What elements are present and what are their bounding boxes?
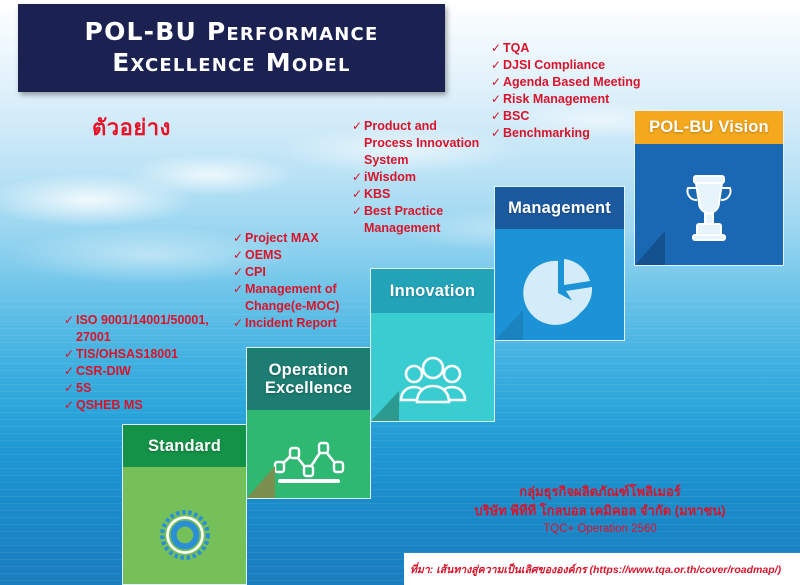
company-footer: กลุ่มธุรกิจผลิตภัณฑ์โพลิเมอร์ บริษัท พีท…: [400, 482, 800, 539]
bullet-item-label: Benchmarking: [503, 126, 590, 140]
bullet-item: ✓KBS: [352, 186, 479, 203]
bullet-item: ✓OEMS: [233, 247, 339, 264]
bullet-item-label: KBS: [364, 187, 391, 201]
bullet-item-label: 5S: [76, 381, 92, 395]
bullet-item-label: Risk Management: [503, 92, 610, 106]
check-icon: ✓: [491, 109, 502, 123]
step-vision[interactable]: POL-BU Vision: [634, 110, 784, 266]
bullet-item-label: BSC: [503, 109, 530, 123]
step-bevel: [247, 466, 275, 498]
check-icon: ✓: [352, 187, 363, 201]
bullet-item-label: iWisdom: [364, 170, 416, 184]
step-innovation-label: Innovation: [371, 269, 494, 313]
bullet-item-label: TQA: [503, 41, 530, 55]
check-icon: ✓: [491, 92, 502, 106]
step-management-label: Management: [495, 187, 624, 229]
bullet-item: ✓Benchmarking: [491, 125, 641, 142]
check-icon: ✓: [491, 41, 502, 55]
bullet-item-label: OEMS: [245, 248, 282, 262]
bullet-item-label: QSHEB MS: [76, 398, 143, 412]
bullet-item: ✓QSHEB MS: [64, 397, 209, 414]
bullet-item: ✓Risk Management: [491, 91, 641, 108]
check-icon: ✓: [352, 119, 363, 133]
footer-line-3: TQC+ Operation 2560: [543, 523, 657, 535]
bullet-item-label: Incident Report: [245, 316, 337, 330]
bullet-item: ✓5S: [64, 380, 209, 397]
check-icon: ✓: [352, 170, 363, 184]
step-bevel: [495, 310, 523, 340]
bullet-item: ✓CPI: [233, 264, 339, 281]
bullet-item-label: CSR-DIW: [76, 364, 131, 378]
footer-line-2: บริษัท พีทีที โกลบอล เคมิคอล จำกัด (มหาช…: [474, 503, 726, 518]
check-icon: ✓: [64, 313, 75, 327]
bullet-item: ✓TQA: [491, 40, 641, 57]
people-group-icon: [371, 347, 494, 413]
check-icon: ✓: [233, 231, 244, 245]
check-icon: ✓: [352, 204, 363, 218]
check-icon: ✓: [491, 75, 502, 89]
source-text: ที่มา: เส้นทางสู่ความเป็นเลิศขององค์กร (…: [410, 563, 782, 576]
bullet-item-label: Best Practice Management: [364, 204, 444, 235]
check-icon: ✓: [233, 282, 244, 296]
trophy-icon: [635, 166, 783, 250]
step-management[interactable]: Management: [494, 186, 625, 341]
bullet-list-management: ✓TQA✓DJSI Compliance✓Agenda Based Meetin…: [491, 40, 641, 142]
bullet-item: ✓CSR-DIW: [64, 363, 209, 380]
bullet-list-standard: ✓ISO 9001/14001/50001, 27001✓TIS/OHSAS18…: [64, 312, 209, 414]
check-icon: ✓: [233, 248, 244, 262]
check-icon: ✓: [64, 364, 75, 378]
check-icon: ✓: [491, 58, 502, 72]
step-innovation[interactable]: Innovation: [370, 268, 495, 422]
sample-label: ตัวอย่าง: [92, 115, 171, 140]
bullet-item: ✓ISO 9001/14001/50001, 27001: [64, 312, 209, 346]
bullet-item-label: DJSI Compliance: [503, 58, 606, 72]
bullet-item: ✓BSC: [491, 108, 641, 125]
bullet-item: ✓Project MAX: [233, 230, 339, 247]
check-icon: ✓: [64, 398, 75, 412]
bullet-item: ✓Management of Change(e-MOC): [233, 281, 339, 315]
bullet-item-label: Project MAX: [245, 231, 319, 245]
bullet-item: ✓Best Practice Management: [352, 203, 479, 237]
bullet-item: ✓Agenda Based Meeting: [491, 74, 641, 91]
check-icon: ✓: [491, 126, 502, 140]
bullet-item: ✓iWisdom: [352, 169, 479, 186]
bullet-item-label: TIS/OHSAS18001: [76, 347, 179, 361]
line-chart-icon: [247, 426, 370, 488]
check-icon: ✓: [233, 316, 244, 330]
step-standard-label: Standard: [123, 425, 246, 467]
step-bevel: [371, 391, 399, 421]
bullet-item-label: Agenda Based Meeting: [503, 75, 641, 89]
gear-icon: [123, 499, 246, 571]
bullet-item: ✓DJSI Compliance: [491, 57, 641, 74]
pie-chart-icon: [495, 253, 624, 333]
bullet-item: ✓Incident Report: [233, 315, 339, 332]
check-icon: ✓: [64, 381, 75, 395]
step-vision-label: POL-BU Vision: [635, 111, 783, 144]
step-standard[interactable]: Standard: [122, 424, 247, 585]
bullet-item: ✓TIS/OHSAS18001: [64, 346, 209, 363]
bullet-list-innovation: ✓Product and Process Innovation System✓i…: [352, 118, 479, 237]
bullet-item-label: ISO 9001/14001/50001, 27001: [76, 313, 209, 344]
bullet-list-operation: ✓Project MAX✓OEMS✓CPI✓Management of Chan…: [233, 230, 339, 332]
bullet-item-label: Management of Change(e-MOC): [245, 282, 340, 313]
title-line-2: Excellence Model: [112, 48, 351, 77]
footer-line-1: กลุ่มธุรกิจผลิตภัณฑ์โพลิเมอร์: [519, 484, 681, 499]
bullet-item-label: CPI: [245, 265, 266, 279]
title-banner: POL-BU Performance Excellence Model: [18, 4, 445, 92]
step-bevel: [635, 231, 665, 265]
source-bar: ที่มา: เส้นทางสู่ความเป็นเลิศขององค์กร (…: [404, 553, 800, 585]
bullet-item-label: Product and Process Innovation System: [364, 119, 480, 167]
title-line-1: POL-BU Performance: [84, 17, 379, 47]
check-icon: ✓: [233, 265, 244, 279]
bullet-item: ✓Product and Process Innovation System: [352, 118, 479, 169]
check-icon: ✓: [64, 347, 75, 361]
